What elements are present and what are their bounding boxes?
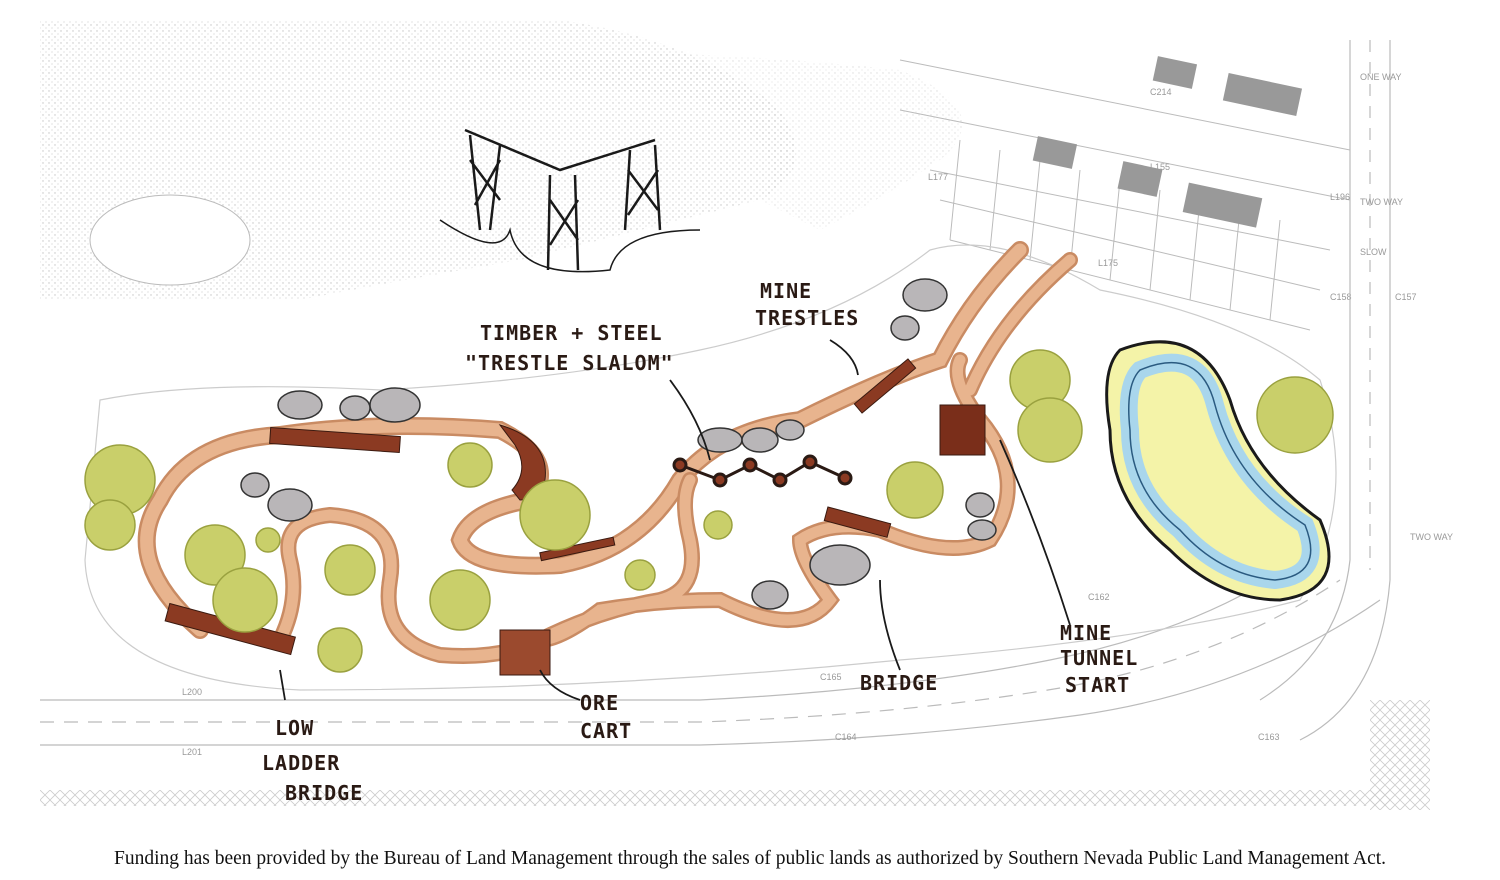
label-mine-tunnel-start: MINE <box>1060 621 1112 645</box>
trees <box>84 349 1334 673</box>
mine-trestle <box>853 358 917 414</box>
label-trestle-slalom: TIMBER + STEEL <box>480 321 663 345</box>
bridge <box>823 506 892 538</box>
cad-label-l200: L200 <box>182 687 202 697</box>
label-mine-tunnel-start: TUNNEL <box>1060 646 1138 670</box>
hatched-sidewalk <box>40 790 1390 806</box>
boulders <box>240 278 997 610</box>
cad-label-c157: C157 <box>1395 292 1417 302</box>
cad-label-two-way: TWO WAY <box>1410 532 1453 542</box>
cad-label-one-way: ONE WAY <box>1360 72 1402 82</box>
cad-label-l175: L175 <box>1098 258 1118 268</box>
plank-bridge <box>539 536 616 562</box>
water-feature <box>1105 340 1331 602</box>
label-mine-trestles: MINE <box>760 279 812 303</box>
label-mine-tunnel-start: START <box>1065 673 1130 697</box>
parking-lot-grid <box>899 59 1351 331</box>
annotation-leaders <box>279 339 1071 701</box>
stippled-landscape-area <box>380 52 963 230</box>
ore-cart <box>499 629 551 676</box>
cad-label-c163: C163 <box>1258 732 1280 742</box>
road-horizontal <box>40 559 1381 746</box>
hatched-sidewalk <box>1370 700 1430 810</box>
landscape-island <box>89 194 251 286</box>
cad-label-c158: C158 <box>1330 292 1352 302</box>
cad-label-l177: L177 <box>928 172 948 182</box>
trestle-slalom <box>672 454 853 488</box>
cad-label-c165: C165 <box>820 672 842 682</box>
label-ore-cart: CART <box>580 719 632 743</box>
funding-caption: Funding has been provided by the Bureau … <box>113 848 1387 869</box>
trestle-concept-sketch <box>439 128 701 273</box>
parked-vehicles <box>1032 56 1303 228</box>
ladder-bridge-upper <box>269 426 401 454</box>
label-mine-trestles: TRESTLES <box>755 306 859 330</box>
label-low-ladder-bridge: LOW <box>275 716 314 740</box>
cad-label-two-way: TWO WAY <box>1360 197 1403 207</box>
label-ore-cart: ORE <box>580 691 619 715</box>
cad-label-l201: L201 <box>182 747 202 757</box>
cad-label-l155: L155 <box>1150 162 1170 172</box>
road-vertical <box>1259 40 1391 741</box>
label-low-ladder-bridge: LADDER <box>262 751 340 775</box>
cad-label-c214: C214 <box>1150 87 1172 97</box>
cad-label-l196: L196 <box>1330 192 1350 202</box>
mine-tunnel-entrance <box>939 404 986 456</box>
label-bridge: BRIDGE <box>860 671 938 695</box>
cad-label-slow: SLOW <box>1360 247 1387 257</box>
site-plan-sketch: C214 L155 L175 L177 L196 C158 C157 ONE W… <box>40 20 1453 810</box>
trail-network <box>137 241 1078 664</box>
cad-label-c162: C162 <box>1088 592 1110 602</box>
park-boundary <box>84 244 1337 691</box>
label-low-ladder-bridge: BRIDGE <box>285 781 363 805</box>
label-trestle-slalom: "TRESTLE SLALOM" <box>465 351 674 375</box>
cad-label-c164: C164 <box>835 732 857 742</box>
